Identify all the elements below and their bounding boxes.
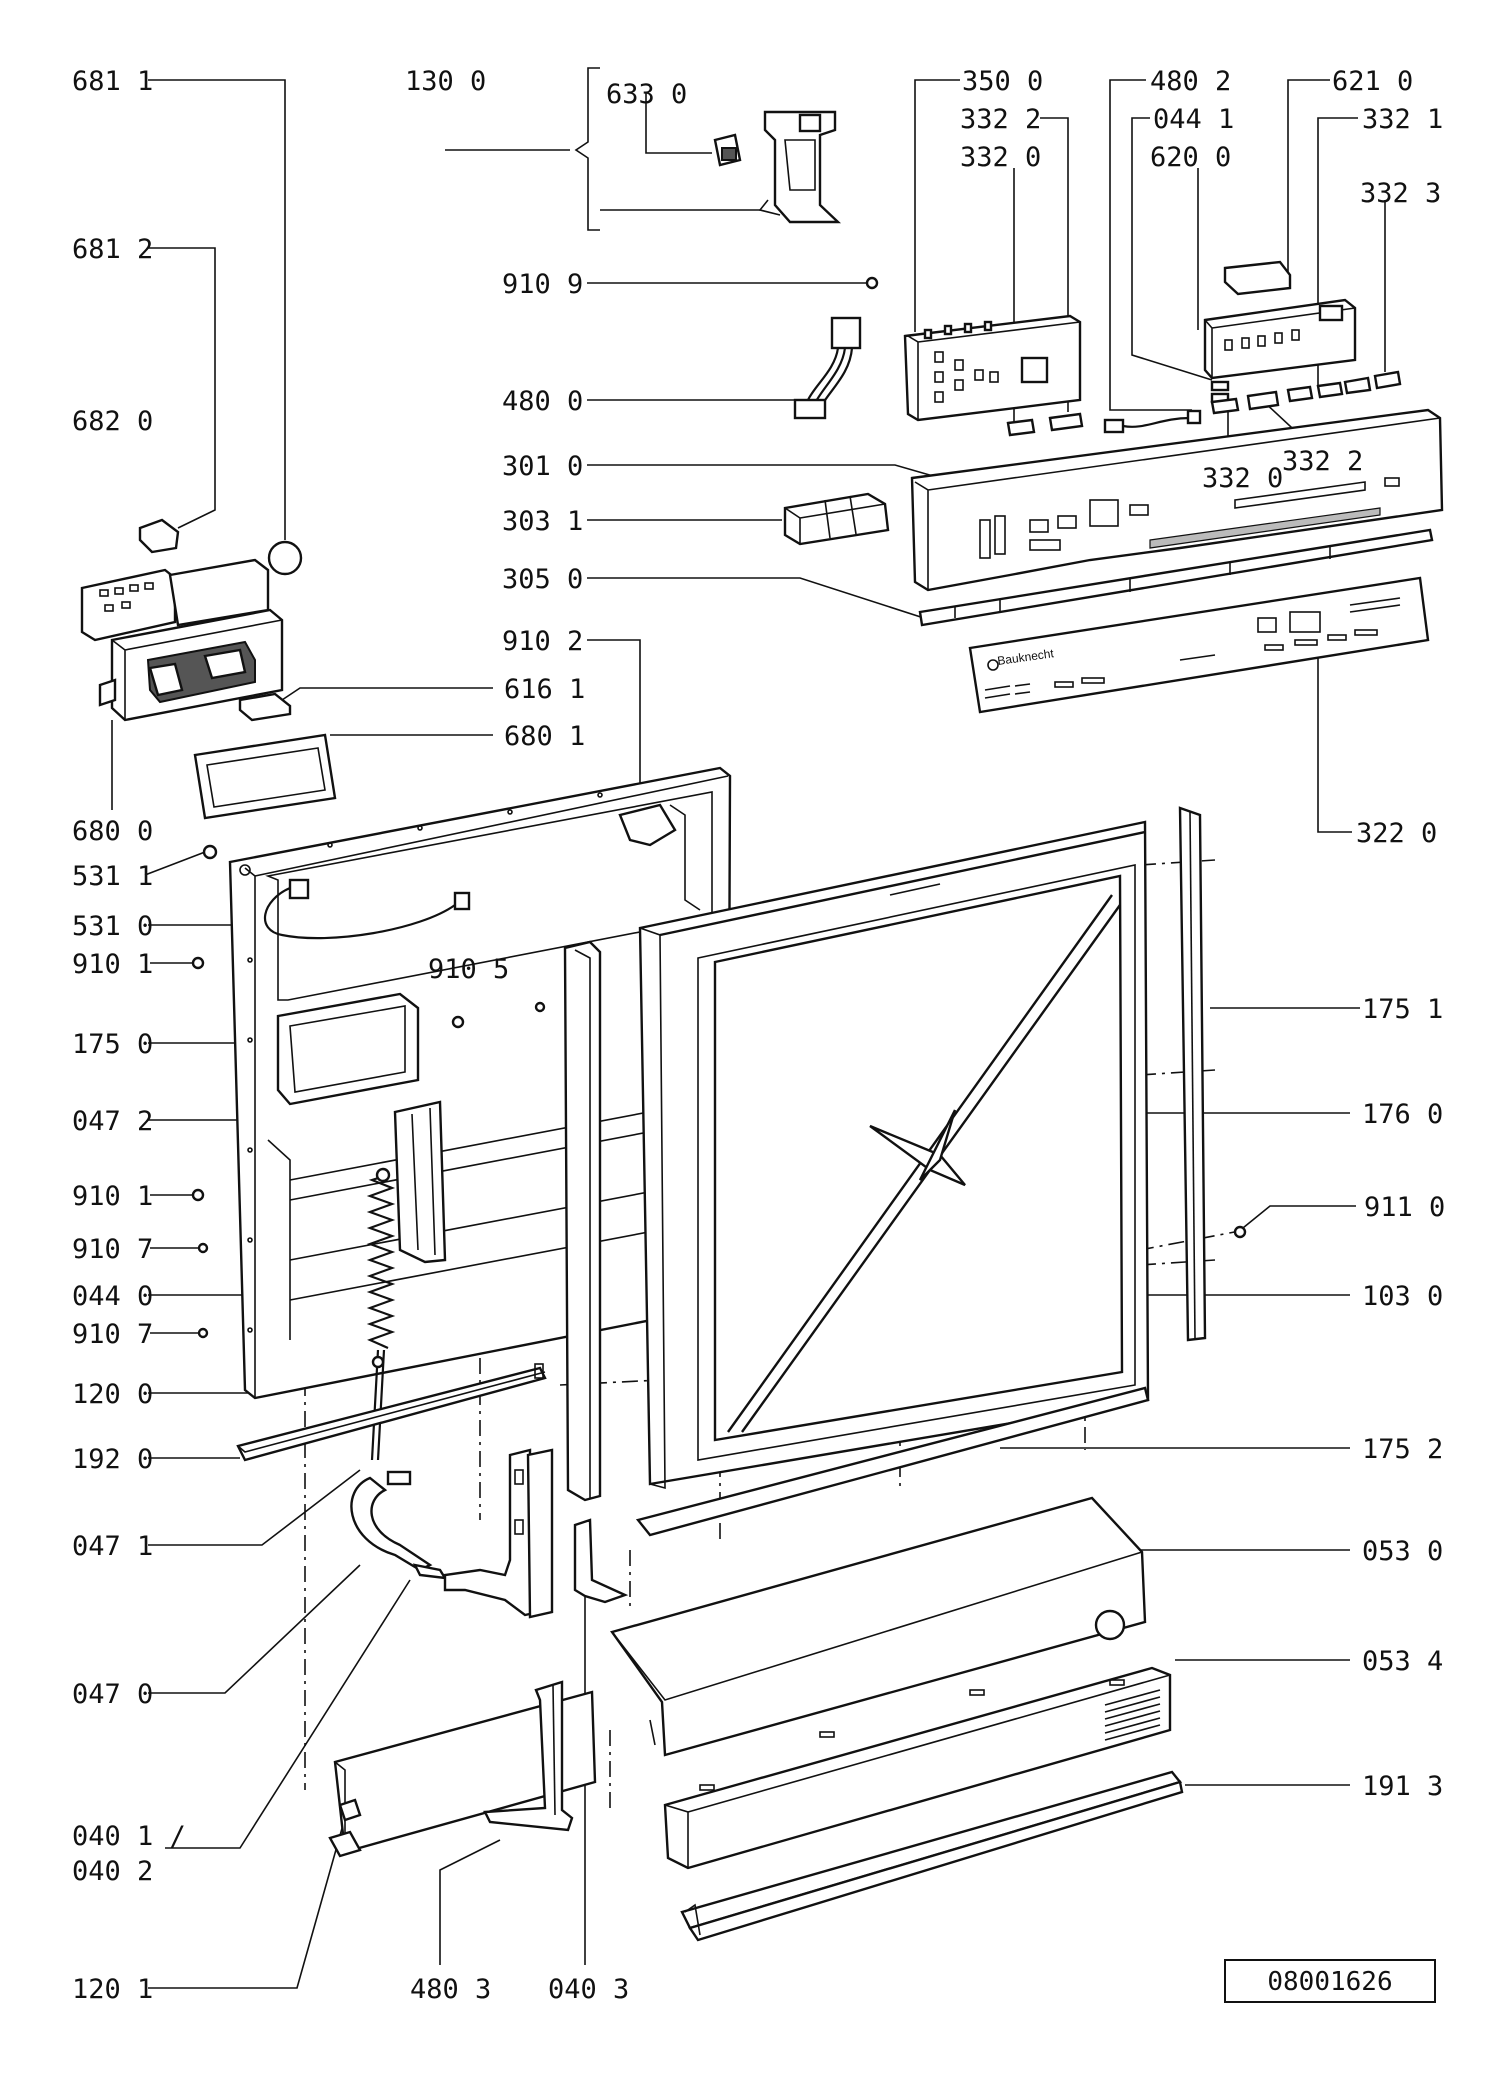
- door-side-strip-left: [563, 940, 602, 1502]
- door-spring: [366, 1167, 396, 1461]
- control-module: [1203, 298, 1357, 380]
- screw-910-9: [865, 276, 879, 290]
- part-label: 910 1: [72, 1181, 153, 1212]
- part-label: 175 0: [72, 1029, 153, 1060]
- part-label: 305 0: [502, 564, 583, 595]
- bracket-480-3: [483, 1680, 574, 1832]
- part-label: 910 7: [72, 1319, 153, 1350]
- part-label: 680 1: [504, 721, 585, 752]
- part-label: 053 0: [1362, 1536, 1443, 1567]
- push-buttons-row: [1210, 370, 1402, 415]
- kick-plate-cover: [663, 1666, 1172, 1870]
- inner-door-panel: [228, 766, 732, 1400]
- part-label: 633 0: [606, 79, 687, 110]
- part-label: 040 1 /: [72, 1821, 186, 1852]
- part-label: 480 0: [502, 386, 583, 417]
- part-label: 910 7: [72, 1234, 153, 1265]
- dispenser-cap: [138, 518, 180, 554]
- washer-531-1: [202, 844, 218, 860]
- push-buttons-top: [1006, 412, 1084, 437]
- part-label: 192 0: [72, 1444, 153, 1475]
- part-label: 910 1: [72, 949, 153, 980]
- spring-bracket: [350, 1470, 448, 1580]
- part-label: 480 3: [410, 1974, 491, 2005]
- part-label: 680 0: [72, 816, 153, 847]
- part-label: 480 2: [1150, 66, 1231, 97]
- detergent-dispenser: [80, 558, 284, 722]
- control-panel-housing: [910, 408, 1444, 592]
- part-label: 047 0: [72, 1679, 153, 1710]
- part-label: 911 0: [1364, 1192, 1445, 1223]
- part-label: 047 2: [72, 1106, 153, 1137]
- small-board: [1223, 260, 1292, 296]
- outer-door-frame: [638, 820, 1150, 1490]
- electronic-module: [903, 314, 1082, 422]
- part-label: 910 5: [428, 954, 509, 985]
- part-label: 681 1: [72, 66, 153, 97]
- part-label: 332 1: [1362, 104, 1443, 135]
- float-ball: [267, 540, 303, 576]
- strip-191-3: [680, 1770, 1184, 1942]
- screws: [191, 956, 1247, 1339]
- door-bottom-strip: [635, 1386, 1150, 1537]
- part-number-labels: 681 1 130 0 633 0 350 0 480 2 621 0 332 …: [72, 66, 1445, 2005]
- lower-panel: [328, 1690, 597, 1858]
- part-label: 175 1: [1362, 994, 1443, 1025]
- part-label: 332 2: [960, 104, 1041, 135]
- part-label: 120 1: [72, 1974, 153, 2005]
- part-label: 350 0: [962, 66, 1043, 97]
- part-label: 044 1: [1153, 104, 1234, 135]
- part-label: 322 0: [1356, 818, 1437, 849]
- part-label: 332 0: [1202, 463, 1283, 494]
- part-label: 910 9: [502, 269, 583, 300]
- handle-insert: [783, 492, 890, 546]
- part-label: 175 2: [1362, 1434, 1443, 1465]
- cable-harness: [793, 316, 862, 420]
- part-label: 682 0: [72, 406, 153, 437]
- part-label: 047 1: [72, 1531, 153, 1562]
- part-label: 120 0: [72, 1379, 153, 1410]
- part-label: 040 3: [548, 1974, 629, 2005]
- diagram-id: 08001626: [1267, 1967, 1392, 1997]
- hinge-bracket-left: [443, 1448, 554, 1619]
- part-label: 301 0: [502, 451, 583, 482]
- part-label: 620 0: [1150, 142, 1231, 173]
- trim-strip: [918, 528, 1434, 627]
- kick-plate: [610, 1496, 1147, 1757]
- part-label: 681 2: [72, 234, 153, 265]
- part-label: 621 0: [1332, 66, 1413, 97]
- door-side-strip-right: [1178, 806, 1207, 1342]
- spring-pins: [1210, 380, 1230, 404]
- dispenser-gasket: [193, 733, 337, 820]
- wire-480-2: [1103, 409, 1202, 434]
- part-label: 191 3: [1362, 1771, 1443, 1802]
- part-label: 531 0: [72, 911, 153, 942]
- part-label: 103 0: [1362, 1281, 1443, 1312]
- part-label: 531 1: [72, 861, 153, 892]
- part-label: 910 2: [502, 626, 583, 657]
- part-label: 303 1: [502, 506, 583, 537]
- clip-616-1: [238, 692, 292, 722]
- door-lock-mechanism: [713, 110, 842, 224]
- switch-wire: [263, 878, 471, 940]
- part-label: 053 4: [1362, 1646, 1443, 1677]
- part-label: 332 2: [1282, 446, 1363, 477]
- part-label: 332 3: [1360, 178, 1441, 209]
- strip-192-0: [236, 1363, 547, 1462]
- fascia-panel: Bauknecht: [968, 576, 1430, 714]
- part-label: 332 0: [960, 142, 1041, 173]
- part-label: 130 0: [405, 66, 486, 97]
- part-label: 176 0: [1362, 1099, 1443, 1130]
- hinge-part-040-3: [573, 1518, 629, 1604]
- part-label: 044 0: [72, 1281, 153, 1312]
- part-label: 040 2: [72, 1856, 153, 1887]
- diagram-reference-box: 08001626: [1224, 1959, 1436, 2003]
- part-label: 616 1: [504, 674, 585, 705]
